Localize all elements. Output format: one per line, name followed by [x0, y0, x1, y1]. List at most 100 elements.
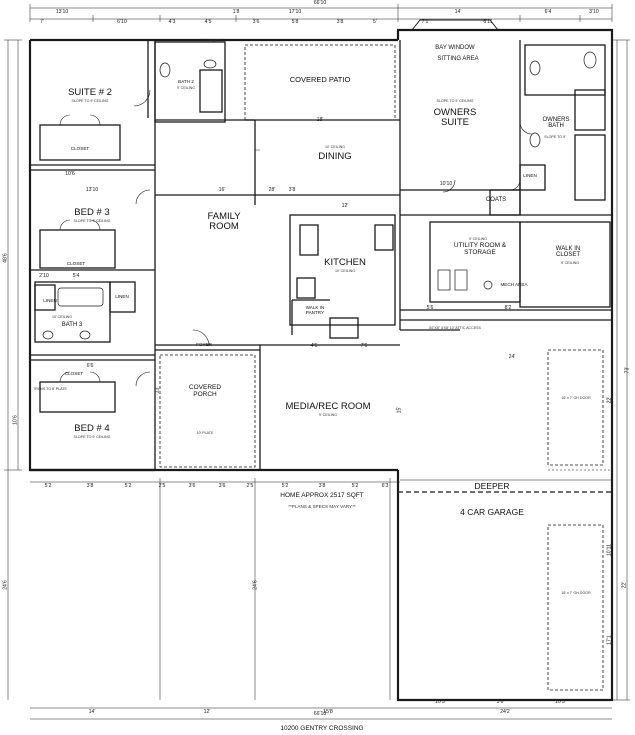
bath2-label: BATH 2 — [178, 79, 194, 84]
sitting-area-label: SITTING AREA — [437, 56, 479, 62]
door-swings — [59, 89, 533, 387]
dim-top-7: 5'8 — [291, 19, 299, 25]
bed4-note: SLOPE TO 9' CEILING — [73, 435, 111, 439]
dim-front-6: 2'5 — [246, 483, 254, 489]
walk-in-closet-label: WALK IN CLOSET — [555, 246, 581, 258]
family-room-label: FAMILY ROOM — [207, 211, 241, 232]
owners-suite-note: SLOPE TO 9' CEILING — [436, 99, 474, 103]
closet3-label: CLOSET — [66, 261, 86, 266]
dining-note: 10' CEILING — [324, 145, 346, 149]
bed4-label: BED # 4 — [74, 423, 110, 434]
dim-top-9: 5' — [373, 19, 377, 25]
dim-top-1: 7' — [40, 19, 44, 25]
walk-in-closet-note: 9' CEILING — [560, 261, 580, 265]
dim-bottom-1: 12' — [203, 709, 211, 715]
dining-label: DINING — [318, 151, 352, 162]
dim-misc-left-lower2: 24'6 — [252, 580, 259, 590]
dim-top-16: 17'10 — [288, 9, 302, 15]
utility-label: UTILITY ROOM & STORAGE — [453, 242, 507, 256]
dim-top-10: 7'1 — [421, 19, 429, 25]
bed3-label: BED # 3 — [74, 207, 110, 218]
dim-misc-6: 13' — [154, 386, 161, 394]
dim-left-total: 48'6 — [2, 253, 9, 263]
dim-misc-4: 10'6 — [65, 171, 75, 177]
bed3-note: SLOPE TO 9' CEILING — [73, 219, 111, 223]
deeper-label: DEEPER — [474, 481, 510, 491]
dim-misc-10: 6'6 — [86, 363, 94, 369]
dim-misc-12: 10'6 — [12, 415, 19, 425]
dim-front-2: 5'2 — [124, 483, 132, 489]
dim-top-2: 6'10 — [117, 19, 127, 25]
dim-top-12: 6'4 — [544, 9, 552, 15]
exterior-walls — [28, 28, 614, 702]
dim-top-total: 66'10 — [313, 0, 327, 6]
dim-misc-29: 22' — [606, 396, 613, 404]
dim-top-4: 4'5 — [204, 19, 212, 25]
dim-front-5: 3'6 — [218, 483, 226, 489]
walk-in-pantry-label: WALK IN PANTRY — [305, 305, 325, 315]
dim-bottom-6: 24'2 — [500, 709, 510, 715]
dim-misc-32: 22' — [621, 581, 628, 589]
dim-top-5: 1'8 — [232, 9, 240, 15]
dim-misc-31: 17'1 — [606, 635, 613, 645]
plate-label: 8' PLATE — [204, 39, 220, 43]
bath3-label: BATH 3 — [61, 322, 83, 328]
dim-front-7: 5'2 — [281, 483, 289, 489]
dim-misc-1: 28' — [268, 187, 276, 193]
trans-label: TRANS TO 8' PLATE — [33, 387, 67, 391]
linen2-label: LINEN — [43, 298, 57, 303]
misc-lines — [255, 149, 612, 700]
covered-porch-label: COVERED PORCH — [188, 384, 222, 398]
dim-misc-16: 8'2 — [504, 305, 512, 311]
fixtures — [42, 51, 597, 340]
dim-bottom-2: 15'8 — [323, 709, 333, 715]
dim-bottom-4: 3'6 — [496, 699, 504, 705]
dim-top-0: 13'10 — [55, 9, 69, 15]
media-room-label: MEDIA/REC ROOM — [285, 401, 371, 412]
dim-front-4: 3'6 — [188, 483, 196, 489]
dim-bottom-5: 10'3 — [555, 699, 565, 705]
garage-door-2-label: 16' x 7' OH DOOR — [561, 591, 591, 595]
bath3-note: 10' CEILING — [51, 315, 73, 319]
dim-misc-17: 10'10 — [439, 181, 453, 187]
dim-bottom-0: 14' — [88, 709, 96, 715]
bath2-note: 9' CEILING — [176, 86, 196, 90]
dim-front-10: 6'3 — [381, 483, 389, 489]
dim-misc-30: 10'11 — [606, 543, 613, 557]
dim-top-15: 6'11 — [483, 19, 493, 25]
dim-misc-0: 16' — [218, 187, 226, 193]
interior-walls — [30, 19, 612, 691]
dim-misc-5: 13'10 — [85, 187, 99, 193]
dim-bottom-total: 66'10 — [313, 711, 327, 717]
dim-front-3: 2'5 — [158, 483, 166, 489]
closet-label: CLOSET — [70, 146, 90, 151]
media-room-note: 9' CEILING — [318, 413, 338, 417]
owners-suite-label: OWNERS SUITE — [433, 107, 477, 128]
dim-front-0: 5'2 — [44, 483, 52, 489]
dim-misc-3: 24' — [508, 354, 516, 360]
suite2-label: SUITE # 2 — [68, 87, 112, 98]
linen-label: LINEN — [523, 173, 537, 178]
kitchen-note: 10' CEILING — [334, 269, 356, 273]
foyer-label: FOYER — [196, 342, 212, 347]
dim-right-total: 73' — [624, 366, 631, 374]
dim-top-6: 3'6 — [252, 19, 260, 25]
dim-misc-9: 3'8 — [288, 187, 296, 193]
covered-patio-label: COVERED PATIO — [289, 75, 351, 84]
dim-misc-7: 2'10 — [39, 273, 49, 279]
utility-note: 9' CEILING — [468, 237, 488, 241]
garage-door-1-label: 16' x 7' OH DOOR — [561, 396, 591, 400]
dim-left-lower: 24'6 — [2, 580, 9, 590]
dim-front-9: 5'2 — [351, 483, 359, 489]
coats-label: COATS — [485, 197, 507, 203]
covered-porch-note: 10' PLATE — [196, 431, 214, 435]
kitchen-label: KITCHEN — [324, 257, 366, 268]
dim-misc-2: 12' — [341, 203, 349, 209]
owners-bath-label: OWNERS BATH — [542, 117, 570, 129]
dim-top-11: 14' — [454, 9, 462, 15]
dim-misc-11: 15' — [396, 406, 403, 414]
dim-misc-14: 7'6 — [360, 343, 368, 349]
garage-label: 4 CAR GARAGE — [460, 507, 524, 517]
dim-misc-13: 4'6 — [310, 343, 318, 349]
